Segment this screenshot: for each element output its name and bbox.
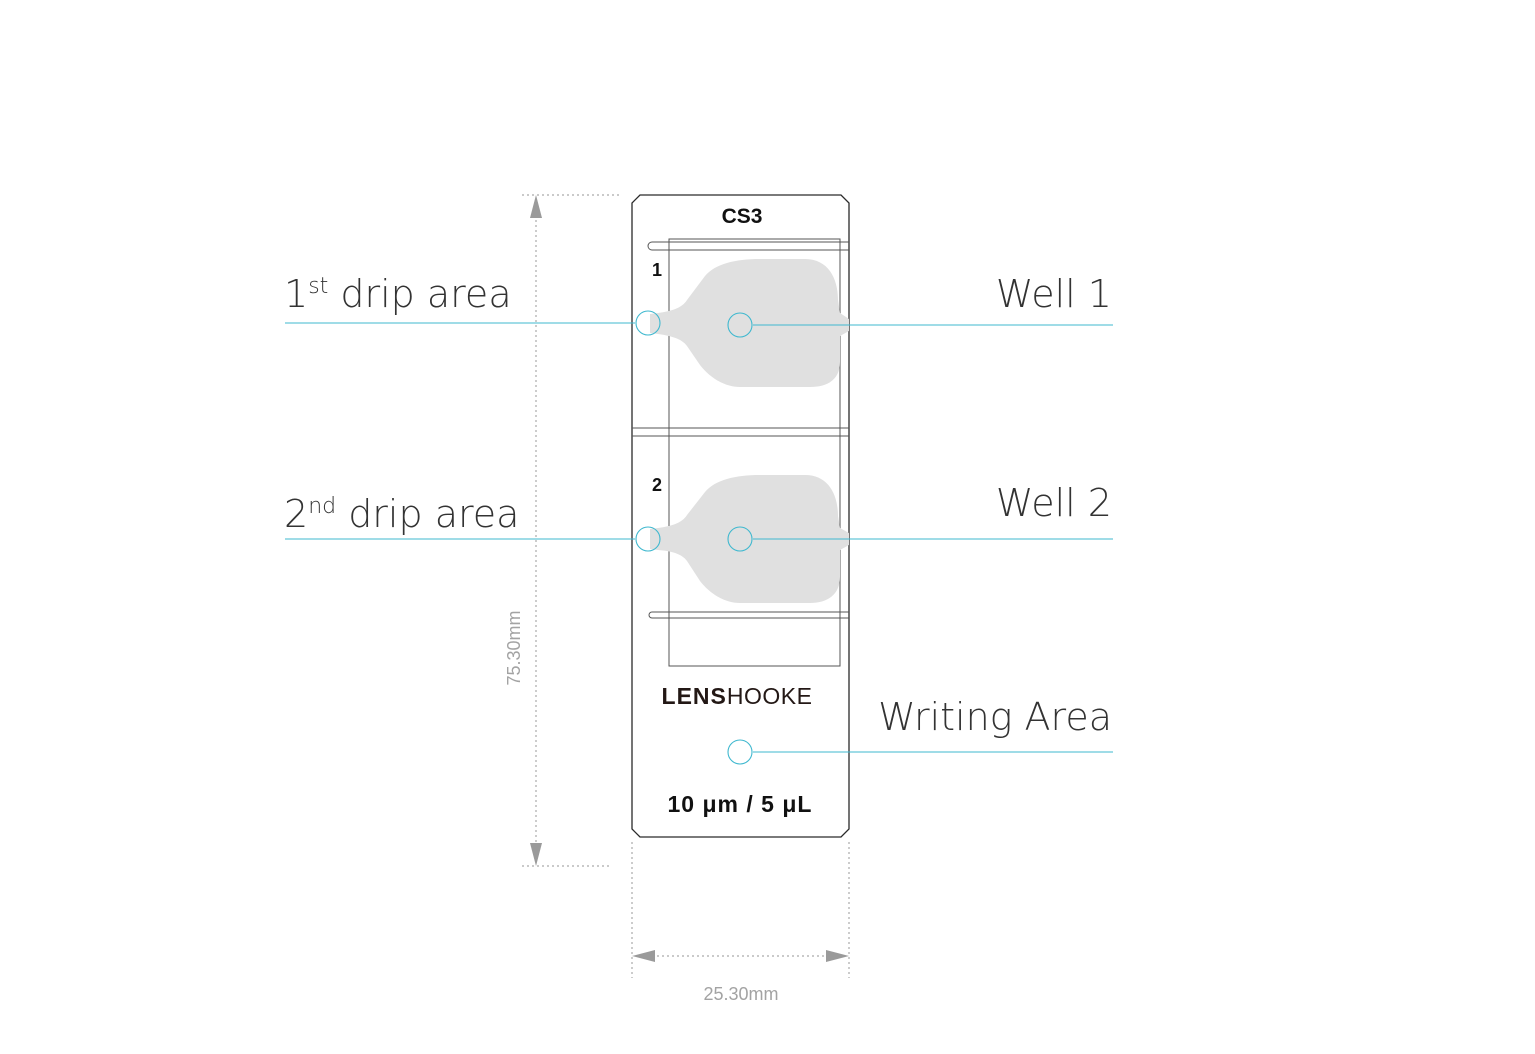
writing-area-label: Writing Area [878, 695, 1112, 739]
channel-bars [632, 241, 849, 619]
well-1-number: 1 [652, 260, 662, 280]
coverslip-outline [668, 238, 841, 667]
slide-model-label: CS3 [722, 205, 763, 228]
width-dimension-label: 25.30mm [703, 984, 778, 1004]
well-1-chamber [650, 259, 849, 387]
slide: CS3 1 2 LENSHOOKE 10 μm / 5 μL [631, 194, 850, 838]
arrow-up-icon [530, 195, 542, 218]
well-2-chamber [650, 475, 849, 603]
width-dimension: 25.30mm [631, 842, 850, 1004]
height-dimension-label: 75.30mm [504, 610, 524, 685]
arrow-left-icon [632, 950, 655, 962]
well-2-label: Well 2 [996, 481, 1112, 525]
well-1-label: Well 1 [996, 272, 1112, 316]
callout-lines [285, 310, 1113, 765]
drip-area-1-label: 1st drip area [284, 272, 512, 316]
drip-area-2-label: 2nd drip area [284, 492, 519, 536]
height-dimension: 75.30mm [504, 194, 620, 867]
arrow-down-icon [530, 843, 542, 866]
arrow-right-icon [826, 950, 849, 962]
slide-spec-label: 10 μm / 5 μL [668, 791, 813, 817]
brand-logo-light: HOOKE [727, 683, 813, 709]
brand-logo: LENSHOOKE [662, 683, 813, 709]
well-2-number: 2 [652, 475, 662, 495]
brand-logo-bold: LENS [662, 683, 727, 709]
